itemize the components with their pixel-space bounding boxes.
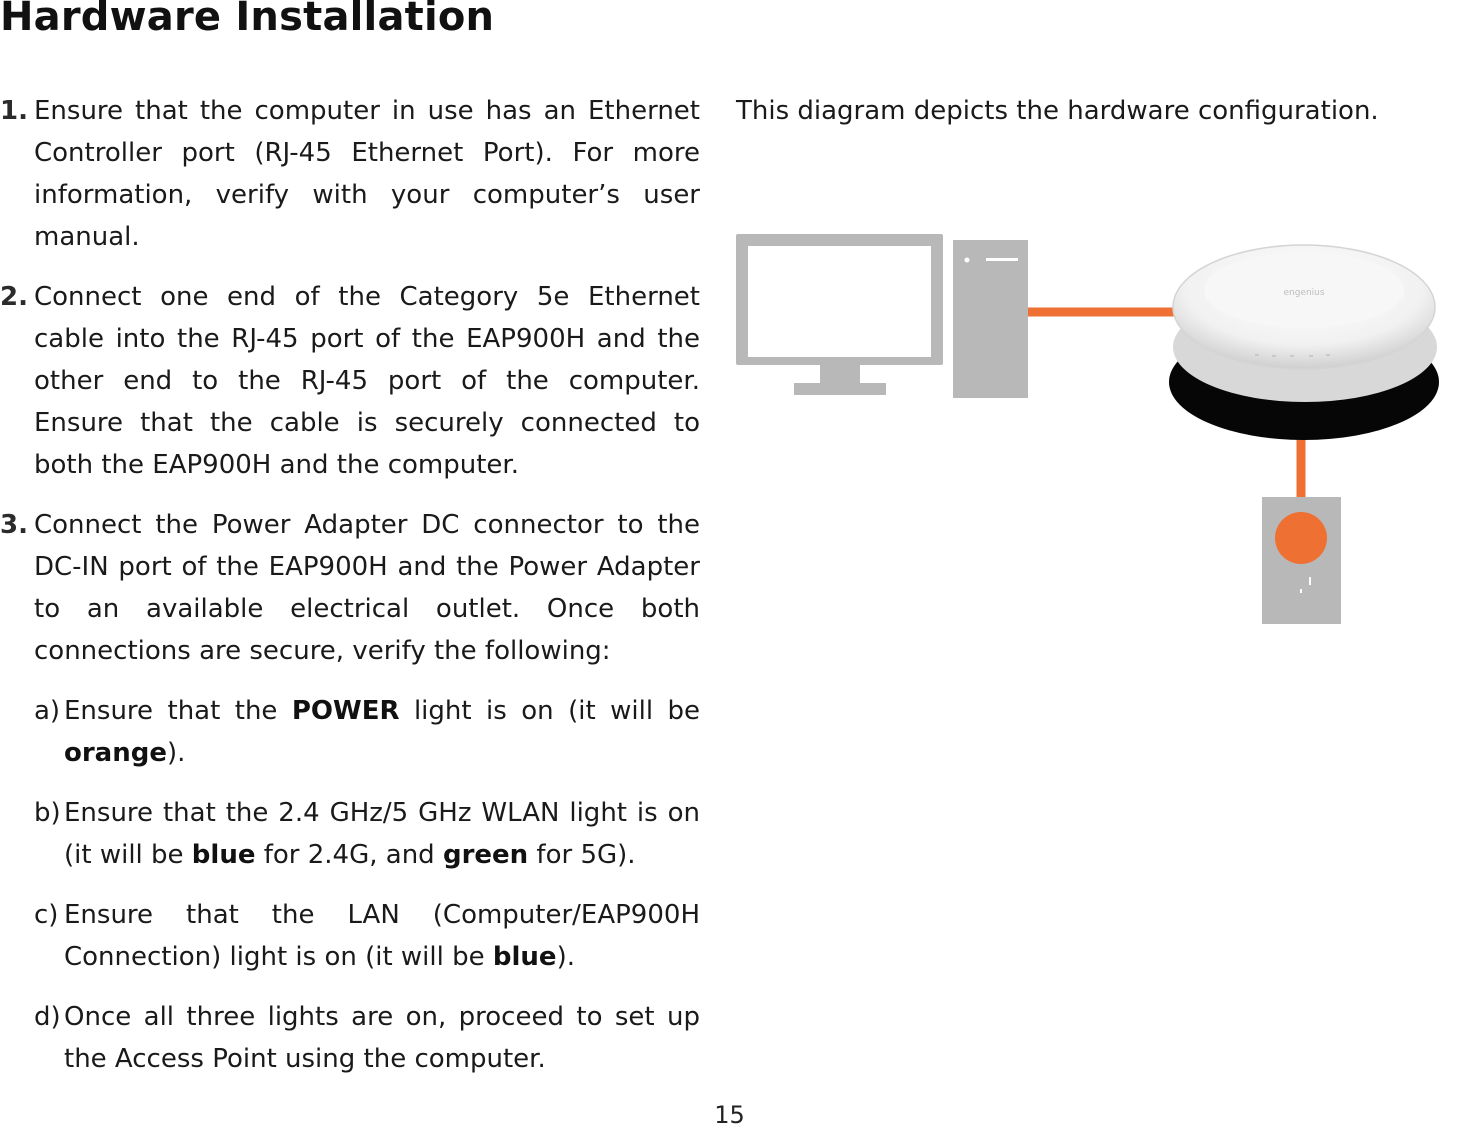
ap-status-lights — [1255, 354, 1330, 357]
check-letter: c) — [34, 900, 59, 930]
step-number: 3. — [0, 510, 28, 540]
instructions-column: 1. Ensure that the computer in use has a… — [0, 90, 700, 1098]
monitor-icon — [736, 234, 943, 395]
step-text: Ensure that the computer in use has an E… — [34, 96, 700, 252]
check-text: Once all three lights are on, proceed to… — [64, 1002, 700, 1074]
tower-case — [953, 240, 1028, 398]
check-text: Ensure that the 2.4 GHz/5 GHz WLAN light… — [64, 798, 700, 870]
ap-brand-mark: engenius — [1283, 288, 1324, 298]
step-2: 2. Connect one end of the Category 5e Et… — [0, 276, 700, 486]
step-1: 1. Ensure that the computer in use has a… — [0, 90, 700, 258]
light-color-blue: blue — [191, 840, 256, 870]
monitor-base — [794, 383, 886, 395]
hardware-diagram: engenius — [736, 234, 1439, 624]
step-number: 1. — [0, 96, 28, 126]
power-outlet-icon — [1262, 497, 1341, 624]
outlet-slot — [1300, 589, 1302, 593]
monitor-display — [748, 246, 931, 357]
step-3: 3. Connect the Power Adapter DC connecto… — [0, 504, 700, 672]
tower-power-dot — [964, 257, 970, 263]
page-number: 15 — [714, 1101, 745, 1129]
check-text: Ensure that the — [64, 696, 292, 726]
computer-tower-icon — [953, 240, 1028, 398]
power-light-label: POWER — [291, 696, 400, 726]
check-a: a) Ensure that the POWER light is on (it… — [0, 690, 700, 774]
diagram-caption: This diagram depicts the hardware config… — [736, 96, 1379, 126]
outlet-slot — [1309, 577, 1311, 585]
tower-drive-slot — [986, 258, 1018, 261]
check-text: for 2.4G, and — [255, 840, 443, 870]
power-plug — [1275, 512, 1327, 564]
check-text: ). — [556, 942, 575, 972]
ap-top-cap — [1204, 252, 1404, 328]
check-d: d) Once all three lights are on, proceed… — [0, 996, 700, 1080]
check-b: b) Ensure that the 2.4 GHz/5 GHz WLAN li… — [0, 792, 700, 876]
step-text: Connect one end of the Category 5e Ether… — [34, 282, 700, 480]
check-c: c) Ensure that the LAN (Computer/EAP900H… — [0, 894, 700, 978]
check-text: Ensure that the LAN (Computer/EAP900H Co… — [64, 900, 700, 972]
check-letter: d) — [34, 1002, 61, 1032]
access-point-icon: engenius — [1169, 244, 1439, 440]
check-letter: a) — [34, 696, 61, 726]
check-text: light is on (it will be — [399, 696, 700, 726]
step-text: Connect the Power Adapter DC connector t… — [34, 510, 700, 666]
diagram-column: This diagram depicts the hardware config… — [736, 90, 1436, 132]
light-color-green: green — [442, 840, 529, 870]
light-color-blue: blue — [492, 942, 557, 972]
monitor-neck — [820, 365, 860, 385]
light-color-orange: orange — [64, 738, 167, 768]
check-text: ). — [166, 738, 186, 768]
step-number: 2. — [0, 282, 28, 312]
check-letter: b) — [34, 798, 61, 828]
check-text: for 5G). — [528, 840, 636, 870]
page-title: Hardware Installation — [0, 0, 495, 40]
